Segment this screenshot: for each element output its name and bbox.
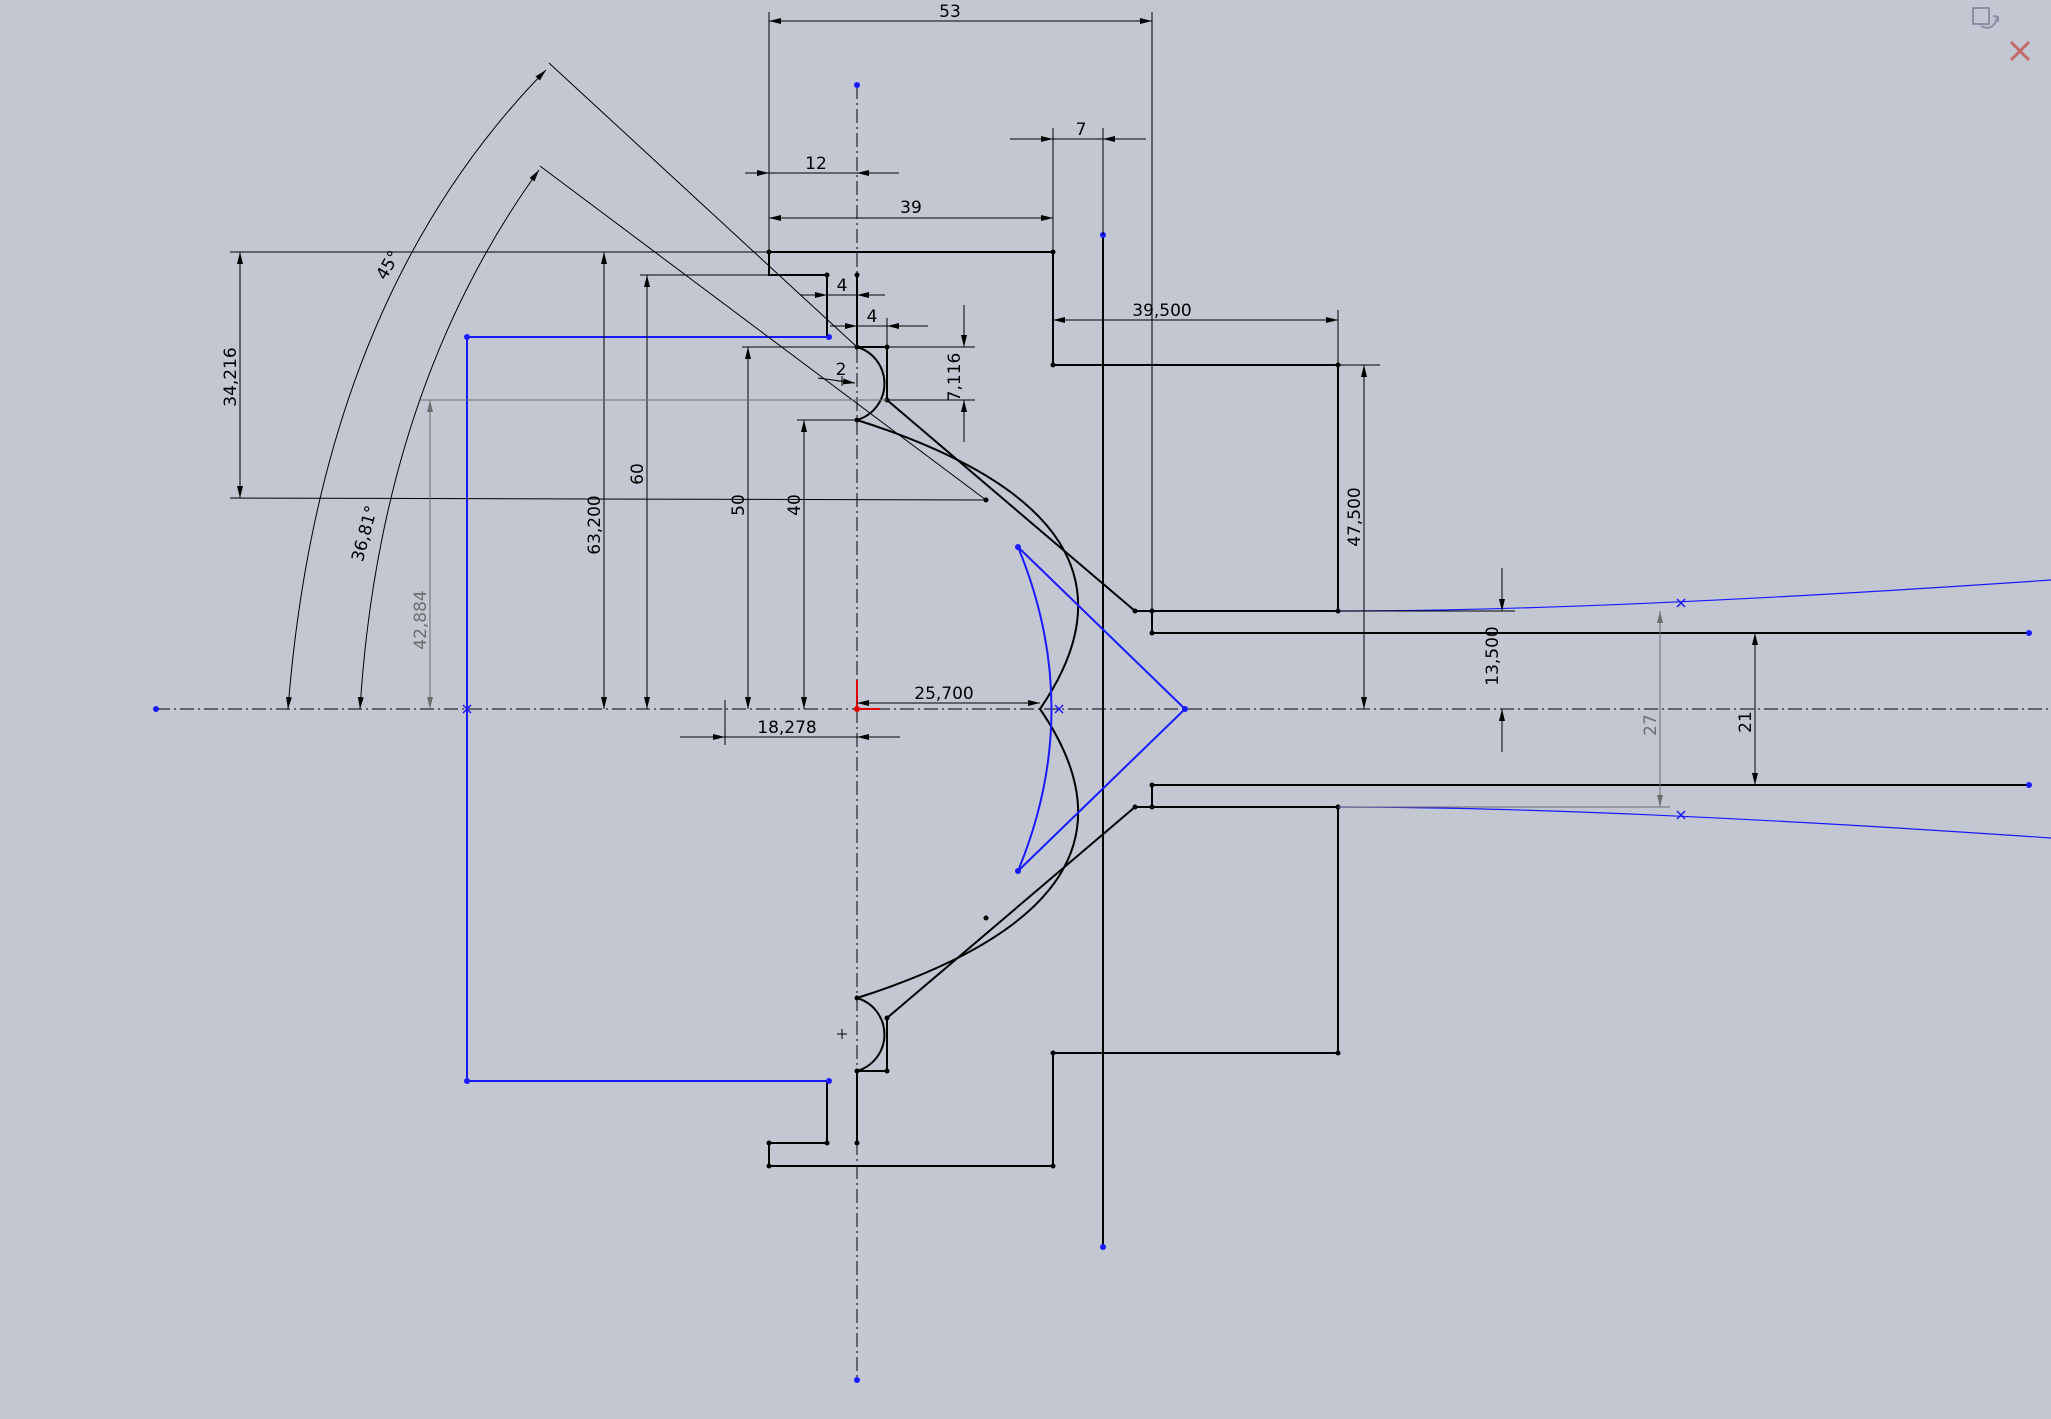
- large-profile-arc[interactable]: [856, 419, 1080, 999]
- dim-label-50[interactable]: 50: [729, 494, 749, 516]
- top-small-arc[interactable]: [856, 346, 886, 421]
- dimension-50[interactable]: [742, 346, 857, 709]
- dim-label-36-81deg[interactable]: 36,81°: [348, 504, 382, 564]
- dim-label-12[interactable]: 12: [805, 154, 827, 174]
- dim-label-34-216[interactable]: 34,216: [221, 347, 241, 406]
- dimension-40[interactable]: [797, 419, 857, 709]
- dim-label-39-500[interactable]: 39,500: [1132, 301, 1191, 321]
- dimension-4-width[interactable]: [800, 275, 885, 336]
- dim-label-13-500[interactable]: 13,500: [1483, 626, 1503, 685]
- dim-label-39[interactable]: 39: [900, 198, 922, 218]
- dimension-39-500[interactable]: [1053, 310, 1339, 365]
- construction-points[interactable]: [464, 232, 2032, 1250]
- dim-label-2[interactable]: 2: [836, 360, 847, 380]
- top-notch[interactable]: [768, 252, 828, 336]
- dim-label-18-278[interactable]: 18,278: [757, 718, 816, 738]
- construction-x-marks: [462, 598, 1686, 820]
- dimension-4-step[interactable]: [830, 318, 928, 347]
- sketch-origin[interactable]: [854, 680, 880, 712]
- dimension-34-216[interactable]: [229, 251, 987, 501]
- blue-cone-arc[interactable]: [1017, 546, 1053, 872]
- top-profile-outline[interactable]: [769, 251, 2029, 634]
- dimension-60[interactable]: [640, 274, 827, 709]
- dimension-angle-45[interactable]: [285, 62, 858, 710]
- reference-dimension-42-884[interactable]: [420, 399, 887, 709]
- dimension-47-500[interactable]: [1338, 364, 1380, 709]
- bottom-cone-line[interactable]: [886, 806, 1136, 1019]
- bottom-notch[interactable]: [768, 1082, 828, 1166]
- bottom-small-arc[interactable]: [856, 997, 886, 1072]
- dim-label-53[interactable]: 53: [939, 2, 961, 22]
- dimension-13-500[interactable]: [1338, 568, 1515, 752]
- dimension-12[interactable]: [745, 162, 899, 252]
- dimension-angle-36-81[interactable]: [357, 165, 987, 710]
- blue-upper-spline[interactable]: [1337, 579, 2051, 612]
- dim-label-60[interactable]: 60: [628, 463, 648, 485]
- confirmation-corner: [1969, 4, 2039, 74]
- top-cone-line[interactable]: [886, 399, 1136, 612]
- center-marks: [837, 376, 847, 1039]
- dim-label-47-500[interactable]: 47,500: [1345, 487, 1365, 546]
- blue-lower-spline[interactable]: [1337, 806, 2051, 839]
- dim-label-45deg[interactable]: 45°: [372, 247, 404, 283]
- reference-dimension-27[interactable]: [1338, 611, 1670, 808]
- dimension-7-116[interactable]: [887, 305, 975, 442]
- dimension-labels: 53 7 12 39 4 4 2 39,500 7,116 34,216 45°…: [221, 2, 1756, 738]
- dim-label-42-884[interactable]: 42,884: [411, 590, 431, 649]
- dim-label-25-700[interactable]: 25,700: [914, 684, 973, 704]
- bottom-profile-outline[interactable]: [769, 784, 2029, 1167]
- dimension-7[interactable]: [1010, 128, 1146, 252]
- centerline-endpoint[interactable]: [854, 82, 860, 88]
- rebuild-icon[interactable]: [1969, 4, 2003, 38]
- dim-label-40[interactable]: 40: [785, 494, 805, 516]
- dim-label-4a[interactable]: 4: [837, 276, 848, 296]
- dim-label-4b[interactable]: 4: [867, 307, 878, 327]
- dim-label-27[interactable]: 27: [1641, 714, 1661, 736]
- centerline-endpoint[interactable]: [153, 706, 159, 712]
- dim-label-7[interactable]: 7: [1076, 120, 1087, 140]
- dim-label-21[interactable]: 21: [1736, 711, 1756, 733]
- dim-label-63-200[interactable]: 63,200: [585, 495, 605, 554]
- dim-label-7-116[interactable]: 7,116: [945, 353, 965, 402]
- exit-sketch-icon[interactable]: [2003, 34, 2037, 68]
- centerline-endpoint[interactable]: [854, 1377, 860, 1383]
- dimension-18-278[interactable]: [680, 700, 900, 745]
